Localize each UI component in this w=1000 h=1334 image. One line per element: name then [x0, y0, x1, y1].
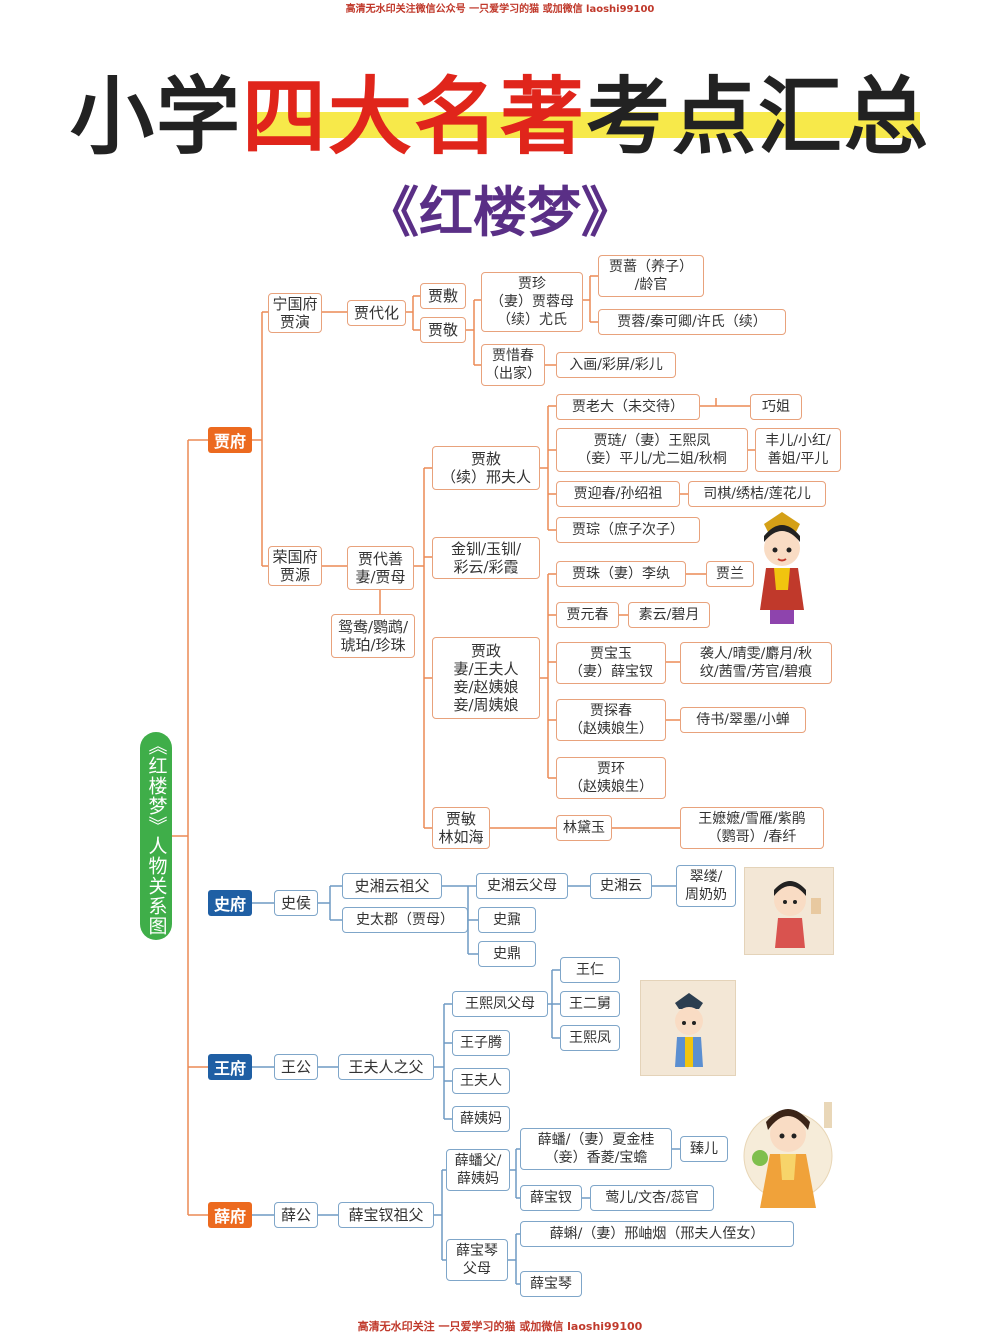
node-xue-baochai: 薛宝钗 [520, 1185, 582, 1211]
node-wang-xifeng: 王熙凤 [560, 1025, 620, 1051]
node-zhener: 臻儿 [680, 1136, 728, 1162]
node-jia-zhu: 贾珠（妻）李纨 [556, 561, 686, 587]
node-jia-fu: 贾敷 [420, 283, 466, 309]
figure-wang-character-illustration [640, 980, 736, 1076]
node-jia-daihua: 贾代化 [347, 300, 406, 326]
node-jia-lian: 贾琏/（妻）王熙凤 （妾）平儿/尤二姐/秋桐 [556, 428, 748, 472]
node-wang-ren: 王仁 [560, 957, 620, 983]
node-jinchuan: 金钏/玉钏/ 彩云/彩霞 [432, 537, 540, 579]
node-jia-she: 贾赦 （续）邢夫人 [432, 446, 540, 490]
title-part3: 考点汇总 [586, 68, 931, 166]
node-shi-hou: 史侯 [274, 890, 318, 916]
node-wang-furen: 王夫人 [452, 1068, 510, 1094]
node-xue-yima-w: 薛姨妈 [452, 1106, 510, 1132]
node-xue-pan: 薛蟠/（妻）夏金桂 （妾）香菱/宝蟾 [520, 1128, 672, 1170]
node-wang-father: 王夫人之父 [338, 1054, 434, 1080]
node-shi-ding: 史鼎 [478, 941, 536, 967]
root-label: 《红楼梦》人物关系图 [140, 732, 172, 940]
node-jia-min: 贾敏 林如海 [432, 807, 490, 849]
node-jia-daishan: 贾代善 妻/贾母 [347, 546, 414, 590]
node-cuilv: 翠缕/ 周奶奶 [676, 865, 736, 907]
node-jia-xichun: 贾惜春 （出家） [481, 344, 545, 386]
node-jia-zhen: 贾珍 （妻）贾蓉母 （续）尤氏 [481, 272, 583, 332]
node-jia-jing: 贾敬 [420, 317, 466, 343]
node-jia-yingchun: 贾迎春/孙绍祖 [556, 481, 680, 507]
title-part2: 四大名著 [241, 68, 586, 166]
node-xiren: 袭人/晴雯/麝月/秋 纹/茜雪/芳官/碧痕 [680, 642, 832, 684]
page-title: 小学四大名著考点汇总 [0, 50, 1000, 171]
node-shi-nai: 史鼐 [478, 907, 536, 933]
node-ningguo: 宁国府 贾演 [268, 293, 322, 333]
node-shi-xiangyun: 史湘云 [590, 873, 652, 899]
node-lin-daiyu: 林黛玉 [556, 815, 612, 841]
family-xue: 薛府 [208, 1202, 252, 1228]
node-xue-ke: 薛蝌/（妻）邢岫烟（邢夫人侄女） [520, 1221, 794, 1247]
node-wang-gong: 王公 [274, 1054, 318, 1080]
node-jia-cong: 贾琮（庶子次子） [556, 517, 700, 543]
node-daishu: 侍书/翠墨/小蝉 [680, 707, 806, 733]
node-fenger: 丰儿/小红/ 善姐/平儿 [755, 428, 841, 472]
family-wang: 王府 [208, 1054, 252, 1080]
node-jia-zheng: 贾政 妻/王夫人 妾/赵姨娘 妾/周姨娘 [432, 637, 540, 719]
figure-wang-xifeng-illustration [752, 510, 812, 628]
node-jia-laoda: 贾老大（未交待） [556, 394, 700, 420]
node-wang-erjiu: 王二舅 [560, 991, 620, 1017]
node-jia-qiang: 贾蔷（养子） /龄官 [598, 255, 704, 297]
node-jia-yuanchun: 贾元春 [556, 602, 619, 628]
node-jia-rong: 贾蓉/秦可卿/许氏（续） [598, 309, 786, 335]
top-watermark: 高清无水印关注微信公众号 一只爱学习的猫 或加微信 laoshi99100 [345, 4, 655, 15]
node-xue-pan-parents: 薛蟠父/ 薛姨妈 [446, 1149, 510, 1191]
node-ruhua: 入画/彩屏/彩儿 [556, 352, 676, 378]
family-shi: 史府 [208, 890, 252, 916]
book-subtitle: 《红楼梦》 [365, 180, 635, 244]
node-shi-parents: 史湘云父母 [476, 873, 568, 899]
node-xue-baoqin: 薛宝琴 [520, 1271, 582, 1297]
node-xue-grandpa: 薛宝钗祖父 [338, 1202, 434, 1228]
node-xue-gong: 薛公 [274, 1202, 318, 1228]
node-wang-ziteng: 王子腾 [452, 1030, 510, 1056]
node-jia-huan: 贾环 （赵姨娘生） [556, 757, 666, 799]
node-qiaojie: 巧姐 [750, 394, 802, 420]
node-xue-qin-parents: 薛宝琴 父母 [446, 1239, 508, 1281]
title-part1: 小学 [69, 68, 242, 166]
node-yuanyang: 鸳鸯/鹦鹉/ 琥珀/珍珠 [331, 614, 415, 658]
node-wang-xf-parents: 王熙凤父母 [452, 991, 548, 1017]
bottom-watermark: 高清无水印关注 一只爱学习的猫 或加微信 laoshi99100 [357, 1320, 643, 1333]
figure-shi-xiangyun-illustration [744, 867, 834, 955]
node-wangmama: 王嬷嬷/雪雁/紫鹃 （鹦哥）/春纤 [680, 807, 824, 849]
node-shi-grandpa: 史湘云祖父 [342, 873, 442, 899]
node-rongguo: 荣国府 贾源 [268, 546, 322, 586]
node-siqi: 司棋/绣桔/莲花儿 [688, 481, 826, 507]
node-jia-tanchun: 贾探春 （赵姨娘生） [556, 699, 666, 741]
title-highlight [255, 112, 920, 138]
node-suyun: 素云/碧月 [628, 602, 710, 628]
family-jia: 贾府 [208, 427, 252, 453]
node-jia-lan: 贾兰 [706, 561, 754, 587]
figure-xue-baochai-illustration [738, 1096, 838, 1220]
node-shi-taijun: 史太郡（贾母） [342, 907, 468, 933]
node-yinger: 莺儿/文杏/蕊官 [590, 1185, 714, 1211]
node-jia-baoyu: 贾宝玉 （妻）薛宝钗 [556, 642, 666, 684]
